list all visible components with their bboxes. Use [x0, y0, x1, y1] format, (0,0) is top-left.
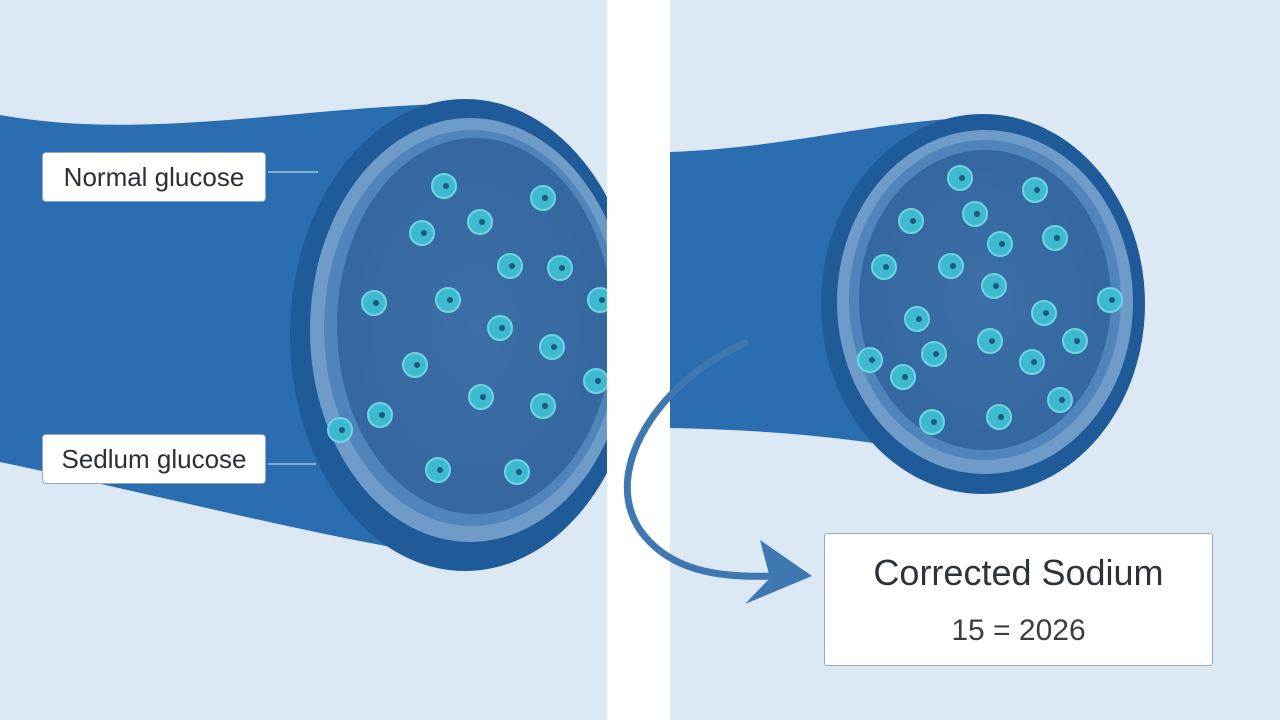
left-glucose-particle-core	[595, 378, 601, 384]
left-particles	[327, 173, 607, 485]
normal-glucose-label: Normal glucose	[42, 152, 266, 202]
right-glucose-particle-core	[1031, 359, 1037, 365]
right-glucose-particle-core	[869, 357, 875, 363]
corrected-sodium-title: Corrected Sodium	[873, 552, 1164, 593]
right-glucose-particle-core	[910, 218, 916, 224]
right-glucose-particle-core	[950, 263, 956, 269]
panel-divider	[607, 0, 670, 720]
left-glucose-particle-core	[499, 325, 505, 331]
left-glucose-particle-core	[542, 403, 548, 409]
left-glucose-particle-core	[339, 427, 345, 433]
left-glucose-particle-core	[447, 297, 453, 303]
right-glucose-particle-core	[989, 338, 995, 344]
left-glucose-particle-core	[479, 219, 485, 225]
left-glucose-particle-core	[516, 469, 522, 475]
arrow-head-icon	[745, 540, 812, 604]
right-glucose-particle-core	[883, 264, 889, 270]
curved-arrow	[623, 339, 804, 580]
right-glucose-particle-core	[1074, 338, 1080, 344]
right-glucose-particle-core	[999, 241, 1005, 247]
left-glucose-particle-core	[480, 394, 486, 400]
left-vessel-lumen	[337, 138, 607, 514]
right-glucose-particle-core	[916, 316, 922, 322]
right-glucose-particle-core	[902, 374, 908, 380]
right-vessel-lumen	[859, 150, 1111, 450]
left-glucose-particle-core	[373, 300, 379, 306]
right-glucose-particle-core	[933, 351, 939, 357]
left-glucose-particle-core	[542, 195, 548, 201]
right-glucose-particle-core	[1059, 397, 1065, 403]
left-glucose-particle-core	[599, 297, 605, 303]
right-particles	[857, 165, 1123, 435]
right-glucose-particle-core	[1054, 235, 1060, 241]
left-glucose-particle-core	[443, 183, 449, 189]
left-glucose-particle-core	[559, 265, 565, 271]
sedlum-glucose-label: Sedlum glucose	[42, 434, 266, 484]
corrected-sodium-value: 15 = 2026	[951, 614, 1086, 647]
left-glucose-particle-core	[414, 362, 420, 368]
left-glucose-particle-core	[437, 467, 443, 473]
left-glucose-particle	[587, 287, 607, 313]
left-glucose-particle-core	[509, 263, 515, 269]
right-vessel-panel	[670, 114, 1145, 494]
right-glucose-particle-core	[931, 419, 937, 425]
right-glucose-particle-core	[993, 283, 999, 289]
right-glucose-particle-core	[1043, 310, 1049, 316]
right-glucose-particle-core	[998, 414, 1004, 420]
right-glucose-particle-core	[1109, 297, 1115, 303]
left-glucose-particle-core	[551, 344, 557, 350]
right-glucose-particle-core	[959, 175, 965, 181]
right-glucose-particle-core	[974, 211, 980, 217]
right-glucose-particle-core	[1034, 187, 1040, 193]
corrected-sodium-box: Corrected Sodium 15 = 2026	[824, 533, 1213, 666]
left-glucose-particle-core	[379, 412, 385, 418]
left-glucose-particle-core	[421, 230, 427, 236]
